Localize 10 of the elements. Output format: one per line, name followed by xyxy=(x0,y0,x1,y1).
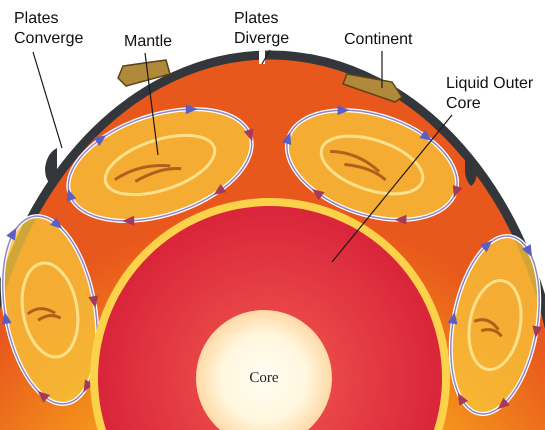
callout-label: Mantle xyxy=(124,32,194,52)
callout-label: Liquid Outer Core xyxy=(446,74,542,114)
core-label: Core xyxy=(249,370,279,386)
leader-line xyxy=(261,50,271,64)
callout-label: Continent xyxy=(344,30,434,50)
leader-line xyxy=(32,52,63,148)
leader-line xyxy=(144,52,159,156)
callout-label: Plates Converge xyxy=(14,9,104,49)
callout-label: Plates Diverge xyxy=(234,9,304,49)
leader-line xyxy=(381,51,383,88)
